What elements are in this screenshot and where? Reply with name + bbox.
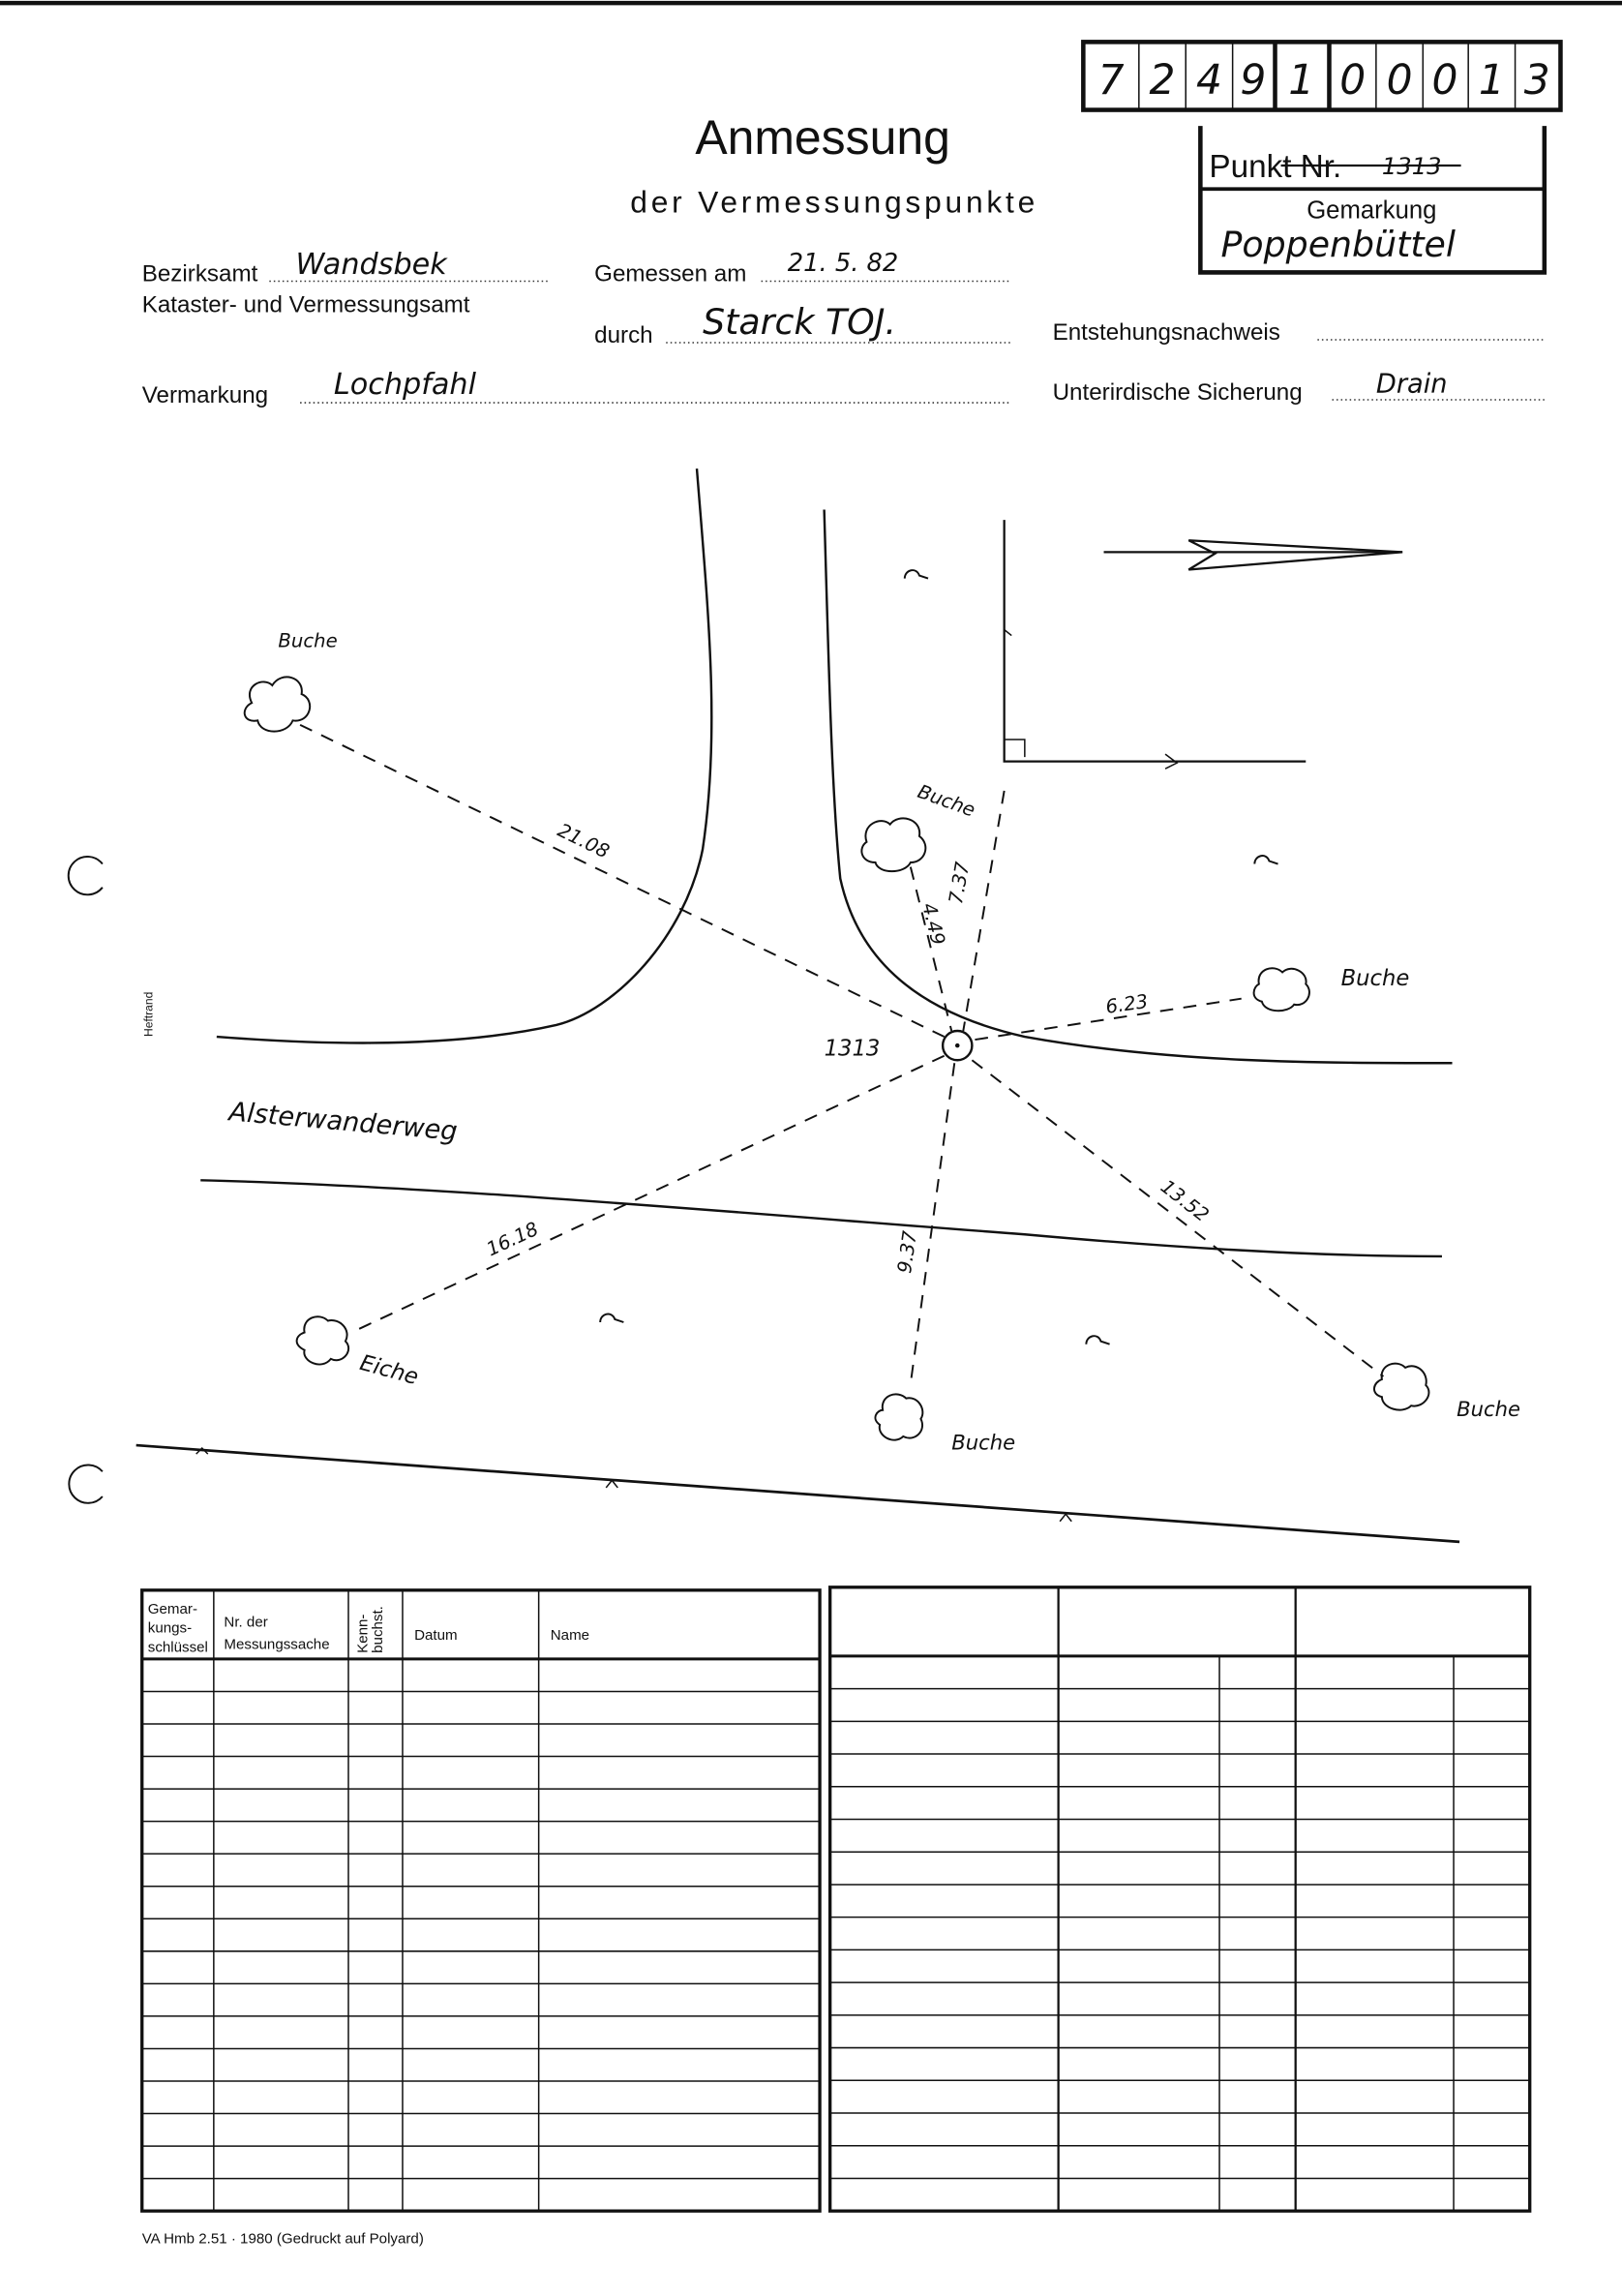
kataster-label: Kataster- und Vermessungsamt (142, 291, 470, 317)
gemessen-value: 21. 5. 82 (788, 249, 898, 278)
path-edge (200, 1179, 1442, 1258)
survey-point-center (954, 1042, 960, 1048)
gemarkung-value: Poppenbüttel (1221, 224, 1456, 265)
fence-marks (1004, 628, 1179, 770)
digit: 0 (1339, 56, 1366, 104)
digit: 1 (1288, 56, 1314, 104)
tree-label: Buche (1341, 966, 1410, 991)
tree-icon (874, 1393, 924, 1441)
digit: 9 (1240, 56, 1266, 104)
bezirksamt-label: Bezirksamt (142, 261, 258, 287)
boundary-marks (195, 1447, 1072, 1523)
distance-label: 9.37 (893, 1229, 921, 1275)
gemessen-label: Gemessen am (594, 261, 746, 287)
point-label: 1313 (825, 1037, 881, 1062)
distance-label: 13.52 (1156, 1175, 1214, 1226)
road-edge (823, 509, 1453, 1065)
durch-value: Starck TOJ. (703, 301, 896, 343)
sicherung-value: Drain (1376, 369, 1448, 399)
tree-icon (243, 676, 312, 733)
tree-icon (860, 817, 927, 873)
tree-label: Buche (915, 780, 977, 822)
punkt-box: Punkt Nr. 1313 Gemarkung Poppenbüttel (1198, 126, 1547, 275)
punkt-label: Punkt Nr. (1209, 149, 1341, 185)
digit: 2 (1150, 56, 1176, 104)
tree-label: Buche (1457, 1397, 1520, 1421)
header-name: Name (551, 1627, 589, 1644)
digit: 0 (1387, 56, 1413, 104)
distance-label: 21.08 (555, 819, 614, 862)
digit: 3 (1524, 56, 1550, 104)
punkt-value: 1313 (1382, 153, 1442, 180)
road-edge (216, 468, 713, 1044)
tree-label: Eiche (357, 1350, 421, 1390)
footer-note: VA Hmb 2.51 · 1980 (Gedruckt auf Polyard… (142, 2230, 424, 2247)
distance-label: 16.18 (483, 1218, 542, 1261)
entstehung-label: Entstehungsnachweis (1053, 319, 1280, 346)
tree-icon (1373, 1362, 1430, 1411)
distance-label: 7.37 (945, 860, 974, 906)
vermarkung-label: Vermarkung (142, 382, 268, 408)
digit: 4 (1196, 56, 1222, 104)
header-gemarkungsschluessel: Gemar- kungs- schlüssel (148, 1601, 208, 1655)
boundary-line (135, 1443, 1460, 1544)
digit: 7 (1098, 56, 1125, 104)
margin-label: Heftrand (141, 992, 155, 1037)
record-table-right (828, 1586, 1532, 2213)
distance-label: 4.49 (917, 901, 949, 948)
street-label: Alsterwanderweg (225, 1097, 458, 1147)
form-fields: Bezirksamt Wandsbek Kataster- und Vermes… (142, 248, 1545, 408)
page-title: Anmessung (695, 110, 950, 165)
record-table-left: Gemar- kungs- schlüssel Nr. der Messungs… (140, 1588, 822, 2213)
tree-icon (1252, 967, 1310, 1012)
durch-label: durch (594, 322, 653, 348)
survey-point-icon (941, 1029, 974, 1062)
tree-label: Buche (951, 1431, 1015, 1455)
gemarkung-label: Gemarkung (1307, 196, 1436, 224)
meadow-symbol-icon (599, 569, 1278, 1345)
vermarkung-value: Lochpfahl (334, 368, 477, 402)
tree-label: Buche (278, 630, 337, 652)
header-messungssache: Nr. der Messungssache (224, 1615, 329, 1653)
sicherung-label: Unterirdische Sicherung (1053, 379, 1303, 406)
header-kennbuchstabe: Kenn- buchst. (355, 1606, 386, 1653)
page-subtitle: der Vermessungspunkte (630, 184, 1038, 219)
tree-icon (295, 1315, 350, 1366)
hole-punch-mark (68, 1464, 104, 1504)
digit: 1 (1479, 56, 1505, 104)
sketch: 1313 Buche Buche Buche Buche Buche Eiche… (135, 468, 1520, 1544)
number-box: 7 2 4 9 1 0 0 0 1 3 (1081, 40, 1563, 112)
hole-punch-mark (67, 856, 104, 896)
digit: 0 (1431, 56, 1457, 104)
header-datum: Datum (414, 1627, 458, 1644)
bezirksamt-value: Wandsbek (296, 248, 449, 282)
north-arrow-icon (1103, 539, 1403, 571)
fence (1003, 520, 1307, 763)
